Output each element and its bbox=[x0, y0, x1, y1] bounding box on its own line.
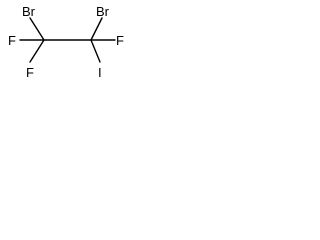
bond-c2-i bbox=[90, 39, 101, 63]
atom-label-br-right: Br bbox=[96, 4, 110, 19]
atom-label-f-lower-left: F bbox=[26, 65, 34, 80]
structure-diagram: Br Br F F F I bbox=[8, 4, 124, 80]
atom-label-f-right: F bbox=[116, 33, 124, 48]
atom-label-br-left: Br bbox=[22, 4, 36, 19]
bond-c2-br bbox=[90, 17, 103, 41]
bond-c1-f-lower bbox=[29, 39, 45, 63]
atom-label-i-lower: I bbox=[98, 65, 102, 80]
atom-label-f-upper-left: F bbox=[8, 33, 16, 48]
bond-c1-br bbox=[29, 17, 45, 41]
